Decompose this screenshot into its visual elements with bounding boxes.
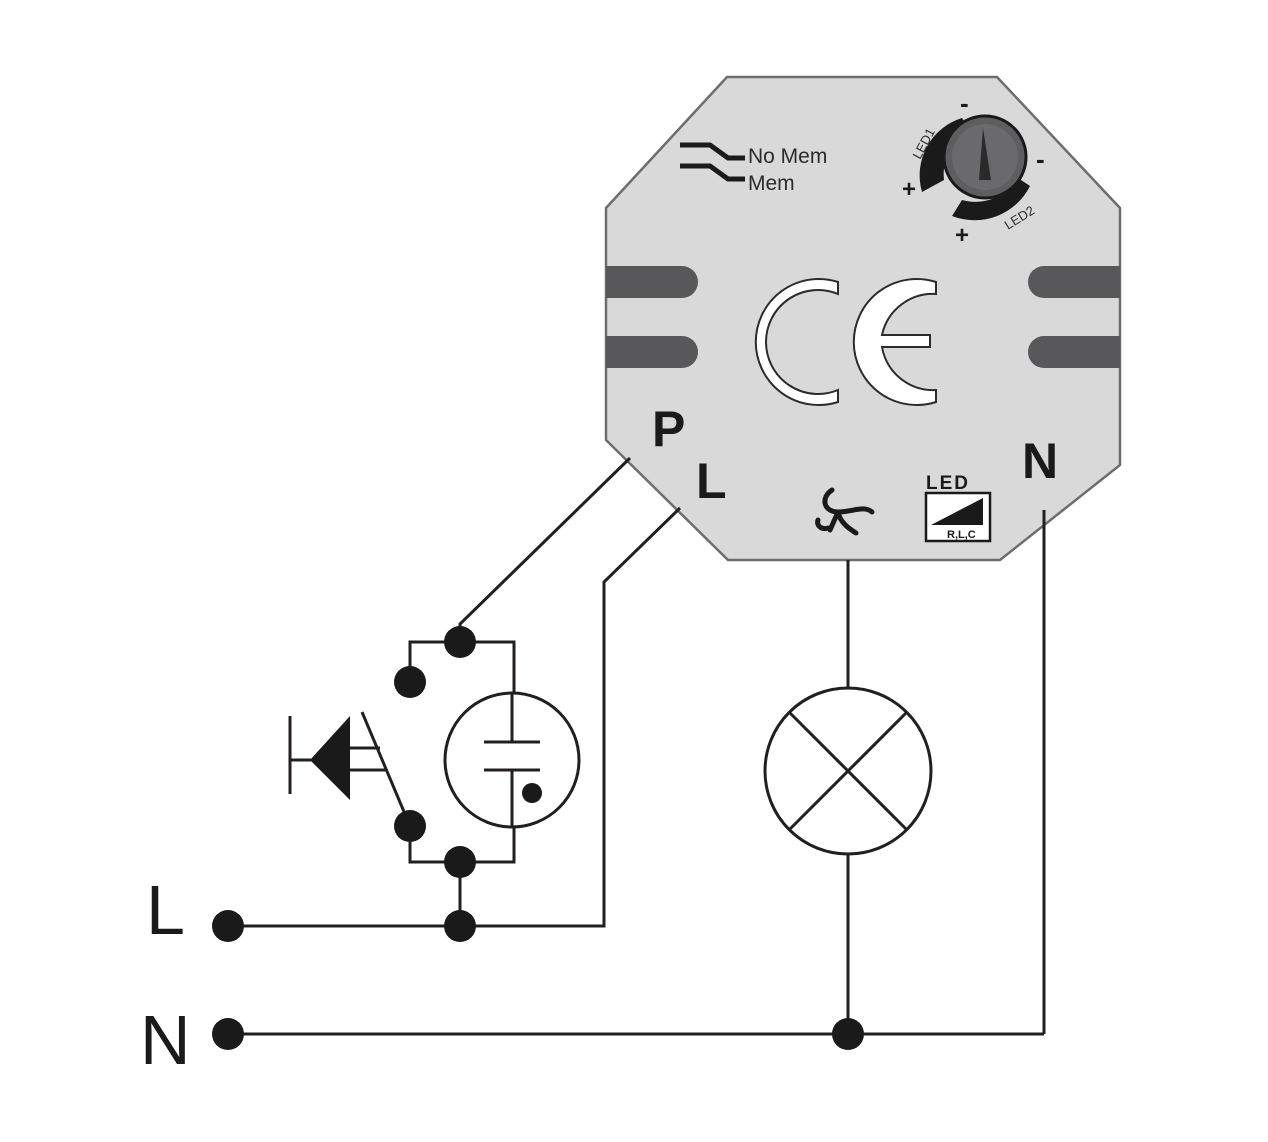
node-switch-contact-top xyxy=(394,666,426,698)
terminal-p-label: P xyxy=(652,401,685,457)
node-n-junction xyxy=(832,1018,864,1050)
node-pushbutton-top xyxy=(444,626,476,658)
mode-switch-icon xyxy=(680,142,745,182)
dimmer-module: No Mem Mem LED1 LED2 - - + + P L N xyxy=(604,75,1122,562)
left-slots xyxy=(606,266,698,368)
led-load-badge: LED R,L,C xyxy=(924,473,992,543)
terminal-n-label: N xyxy=(1022,433,1058,489)
led1-minus-sign: - xyxy=(960,88,969,118)
pushbutton-icon xyxy=(288,711,412,827)
supply-l-terminal xyxy=(212,910,244,942)
right-slots xyxy=(1028,266,1120,368)
ce-mark-icon xyxy=(754,278,937,406)
lamp-icon xyxy=(763,686,933,856)
supply-n-terminal xyxy=(212,1018,244,1050)
led-badge-sub: R,L,C xyxy=(947,529,976,541)
node-l-junction xyxy=(444,910,476,942)
fan-icon xyxy=(815,487,875,536)
led1-plus-sign: + xyxy=(902,176,916,203)
dial-pointer-icon xyxy=(979,128,991,180)
no-mem-label: No Mem xyxy=(748,145,827,168)
node-switch-contact-bottom xyxy=(394,810,426,842)
terminal-l-label: L xyxy=(696,453,727,509)
ramp-icon xyxy=(931,498,983,525)
node-pushbutton-bottom xyxy=(444,846,476,878)
led2-plus-sign: + xyxy=(955,222,969,249)
junction-dots xyxy=(212,626,864,1050)
led2-minus-sign: - xyxy=(1036,144,1045,174)
wire-l-module xyxy=(460,506,682,928)
illuminated-push-icon xyxy=(443,691,581,829)
led-badge-title: LED xyxy=(926,473,970,494)
adjustment-dial: LED1 LED2 - - + + xyxy=(902,88,1045,249)
supply-n-label: N xyxy=(140,1001,191,1079)
mem-label: Mem xyxy=(748,172,795,195)
supply-l-label: L xyxy=(146,871,185,949)
